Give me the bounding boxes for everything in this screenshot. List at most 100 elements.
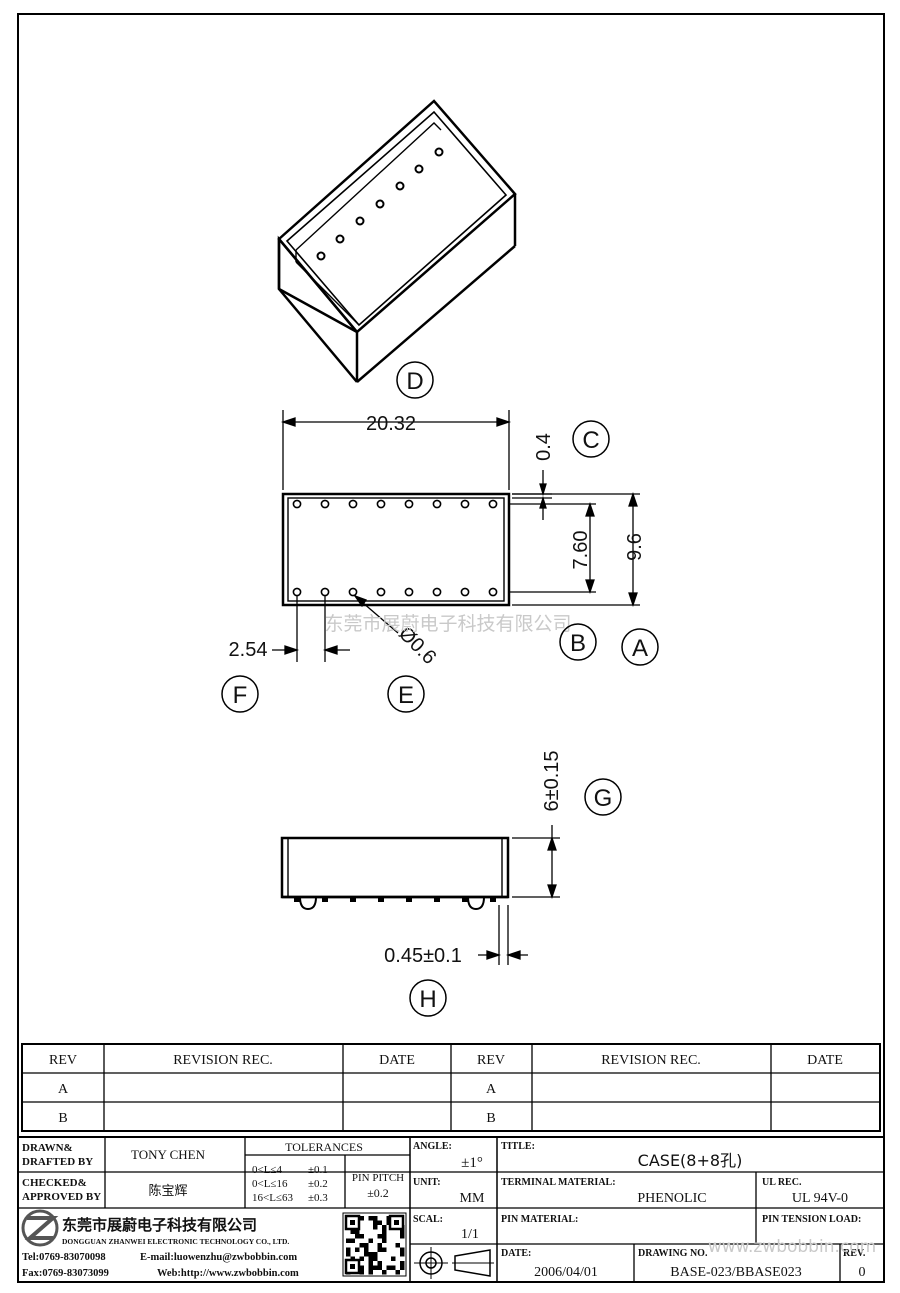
projection-symbol-icon: [414, 1247, 494, 1279]
rev-header-2: REV: [477, 1053, 505, 1068]
qr-module: [359, 1216, 364, 1221]
pin-stub: [406, 897, 412, 902]
qr-module: [359, 1234, 364, 1239]
ul-rec-label: UL REC.: [762, 1177, 802, 1188]
revision-rec-header-2: REVISION REC.: [601, 1053, 701, 1068]
view-label-e: E: [387, 675, 425, 713]
qr-module: [364, 1243, 369, 1248]
date-header-2: DATE: [807, 1053, 843, 1068]
revision-table: [21, 1043, 881, 1132]
qr-module: [346, 1247, 351, 1252]
qr-module: [395, 1243, 400, 1248]
rev-row-b-1: B: [58, 1111, 67, 1126]
svg-text:G: G: [594, 785, 613, 812]
drawn-label: DRAWN&: [22, 1142, 73, 1154]
qr-module: [368, 1265, 373, 1270]
pin-pitch-label: PIN PITCH: [352, 1172, 404, 1184]
qr-module: [377, 1247, 382, 1252]
rev-header-1: REV: [49, 1053, 77, 1068]
revision-table-text: REV REVISION REC. DATE REV REVISION REC.…: [49, 1053, 843, 1126]
tol-value-2: ±0.2: [308, 1178, 328, 1190]
qr-code-icon: [342, 1212, 407, 1277]
pin-hole: [460, 587, 470, 597]
company-logo-icon: [21, 1209, 59, 1247]
svg-text:A: A: [632, 635, 648, 662]
qr-module: [400, 1252, 405, 1257]
qr-module: [355, 1234, 360, 1239]
pin-stub: [322, 897, 328, 902]
checked-label: CHECKED&: [22, 1177, 87, 1189]
qr-finder-center: [350, 1264, 355, 1269]
pin-tension-label: PIN TENSION LOAD:: [762, 1214, 861, 1225]
view-label-a: A: [621, 628, 659, 666]
qr-module: [382, 1229, 387, 1234]
qr-module: [382, 1247, 387, 1252]
qr-module: [364, 1252, 369, 1257]
pin-stub: [490, 897, 496, 902]
qr-finder-center: [394, 1220, 399, 1225]
pin-hole: [488, 587, 498, 597]
date-label: DATE:: [501, 1248, 531, 1259]
revision-rec-header-1: REVISION REC.: [173, 1053, 273, 1068]
qr-module: [377, 1243, 382, 1248]
tol-range-2: 0<L≤16: [252, 1178, 288, 1190]
angle-value: ±1°: [461, 1155, 483, 1171]
tol-value-3: ±0.3: [308, 1192, 328, 1204]
qr-module: [373, 1265, 378, 1270]
qr-module: [373, 1252, 378, 1257]
qr-module: [377, 1220, 382, 1225]
view-label-d: D: [396, 361, 434, 399]
qr-module: [364, 1247, 369, 1252]
dim-depth: 9.6: [624, 533, 646, 561]
drawing-no-value: BASE-023/BBASE023: [670, 1265, 801, 1280]
view-label-h: H: [409, 979, 447, 1017]
pin-stub: [434, 897, 440, 902]
pin-hole: [292, 587, 302, 597]
dim-height: 6±0.15: [541, 750, 563, 811]
qr-module: [359, 1243, 364, 1248]
drafted-label: DRAFTED BY: [22, 1156, 93, 1168]
qr-module: [368, 1238, 373, 1243]
company-tel: Tel:0769-83070098: [22, 1252, 106, 1263]
qr-module: [382, 1225, 387, 1230]
pin-stub: [462, 897, 468, 902]
date-header-1: DATE: [379, 1053, 415, 1068]
company-fax: Fax:0769-83073099: [22, 1268, 109, 1279]
pin-pitch-value: ±0.2: [367, 1186, 389, 1200]
qr-module: [373, 1216, 378, 1221]
pin-hole: [404, 499, 414, 509]
tol-range-3: 16<L≤63: [252, 1192, 293, 1204]
qr-module: [400, 1261, 405, 1266]
svg-text:B: B: [570, 630, 586, 657]
unit-label: UNIT:: [413, 1177, 441, 1188]
isometric-view: [277, 99, 517, 383]
dim-wall: 0.4: [533, 433, 555, 461]
approved-by-value: 陈宝辉: [148, 1183, 187, 1199]
qr-module: [359, 1265, 364, 1270]
qr-module: [368, 1216, 373, 1221]
drawing-no-label: DRAWING NO.: [638, 1248, 708, 1259]
rev-row-b-2: B: [486, 1111, 495, 1126]
qr-module: [400, 1229, 405, 1234]
company-web: Web:http://www.zwbobbin.com: [157, 1268, 299, 1279]
pin-hole: [376, 499, 386, 509]
qr-module: [382, 1234, 387, 1239]
title-value: CASE(8+8孔): [638, 1151, 743, 1170]
qr-module: [359, 1270, 364, 1275]
svg-text:F: F: [233, 682, 248, 709]
pin-hole: [432, 499, 442, 509]
pin-stub: [378, 897, 384, 902]
pin-hole: [320, 587, 330, 597]
company-name-cn: 东莞市展蔚电子科技有限公司: [62, 1216, 257, 1234]
qr-module: [400, 1265, 405, 1270]
svg-text:H: H: [419, 986, 436, 1013]
top-view-dimension-lines: [272, 410, 640, 662]
pin-hole: [488, 499, 498, 509]
pin-hole: [404, 587, 414, 597]
title-block-text: DRAWN& DRAFTED BY TONY CHEN CHECKED& APP…: [22, 1140, 876, 1280]
pin-hole: [348, 499, 358, 509]
ul-rec-value: UL 94V-0: [792, 1191, 848, 1206]
title-label: TITLE:: [501, 1141, 535, 1152]
company-name-en: DONGGUAN ZHANWEI ELECTRONIC TECHNOLOGY C…: [62, 1237, 289, 1246]
qr-module: [377, 1234, 382, 1239]
